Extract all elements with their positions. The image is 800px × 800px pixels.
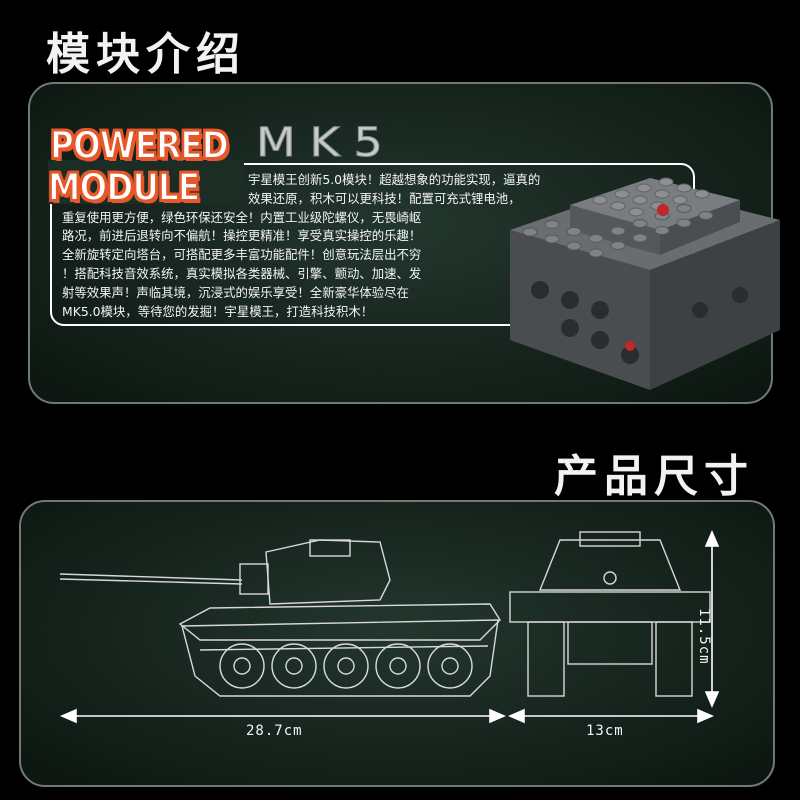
module-stud — [654, 226, 670, 235]
road-wheel — [427, 643, 473, 689]
width-arrow-right — [697, 708, 715, 724]
module-stud — [676, 204, 692, 213]
module-stud — [592, 195, 608, 205]
tank-front-gun — [603, 571, 617, 585]
road-wheel-hub — [337, 657, 355, 675]
module-description: 宇星模王创新5.0模块！超越想象的功能实现，逼真的 效果还原，积木可以更科技！配… — [52, 165, 572, 324]
power-module-image — [510, 177, 780, 390]
badge-powered-text: POWERED — [49, 124, 230, 167]
size-section-title: 产品尺寸 — [554, 451, 754, 502]
tank-lower-hull — [181, 619, 499, 697]
description-frame-cutout — [48, 160, 244, 204]
description-line: 效果还原，积木可以更科技！配置可充式锂电池， — [248, 190, 521, 206]
technic-hole — [531, 281, 549, 299]
description-line: 路况，前进后退转向不偏航！操控更精准！享受真实操控的乐趣！ — [62, 228, 422, 244]
charge-port — [625, 341, 635, 351]
tank-cupola — [309, 539, 351, 557]
module-stud — [544, 234, 560, 244]
description-line: MK5.0模块，等待您的发掘！宇星模王，打造科技积木！ — [62, 303, 374, 319]
module-stud — [588, 234, 604, 243]
tank-gun-barrel — [59, 573, 243, 581]
technic-hole — [591, 331, 609, 349]
road-wheel-hub — [285, 657, 303, 675]
tank-front-hull — [567, 621, 653, 665]
tank-front-cupola — [579, 531, 641, 547]
length-label: 28.7cm — [246, 723, 303, 739]
road-wheel-hub — [389, 657, 407, 675]
description-line: ！搭配科技音效系统，真实模拟各类器械、引擎、颤动、加速、发 — [62, 266, 422, 281]
road-wheel — [219, 643, 265, 689]
height-label: 11.5cm — [696, 608, 712, 665]
road-wheel-hub — [441, 657, 459, 675]
tank-front-right-track — [655, 621, 693, 697]
module-stud — [522, 227, 538, 237]
technic-hole — [692, 302, 708, 318]
description-line: 重复使用更方便，绿色环保还安全！内置工业级陀螺仪，无畏崎岖 — [62, 209, 422, 225]
module-stud — [654, 189, 670, 199]
technic-hole — [732, 287, 748, 303]
width-arrow-left — [507, 708, 525, 724]
module-stud — [694, 189, 710, 199]
road-wheel — [271, 643, 317, 689]
module-stud — [636, 183, 652, 193]
width-label: 13cm — [586, 723, 624, 739]
height-arrow-bottom — [704, 691, 720, 709]
module-stud — [698, 211, 714, 220]
module-stud — [610, 201, 626, 211]
module-studs — [522, 177, 714, 258]
tank-turret — [265, 539, 391, 605]
tank-side-view — [59, 539, 501, 697]
height-arrow-top — [704, 529, 720, 547]
tank-mantlet — [239, 563, 269, 595]
tank-front-turret — [538, 539, 682, 591]
tank-gun-barrel-lower — [59, 578, 243, 585]
module-stud — [544, 220, 560, 229]
module-stud — [566, 241, 582, 251]
module-raised-side — [660, 200, 740, 255]
powered-module-badge: POWERED MODULE — [42, 125, 247, 209]
module-stud — [676, 218, 692, 228]
module-stud — [672, 195, 688, 205]
module-stud — [658, 177, 674, 187]
module-stud — [588, 248, 604, 258]
module-stud — [628, 207, 644, 217]
module-stud — [610, 241, 626, 250]
module-stud — [632, 195, 648, 205]
length-arrow-right — [489, 708, 507, 724]
module-stud — [614, 189, 630, 199]
module-front-face — [510, 230, 650, 390]
technic-hole — [561, 291, 579, 309]
module-stud — [610, 226, 626, 236]
technic-hole — [621, 346, 639, 364]
model-name: MK5 — [255, 120, 397, 167]
description-line: 射等效果声！声临其境，沉浸式的娱乐享受！全新豪华体验尽在 — [62, 284, 409, 300]
module-stud — [676, 183, 692, 193]
road-wheel — [375, 643, 421, 689]
description-line: 全新旋转定向塔台，可搭配更多丰富功能配件！创意玩法层出不穷 — [62, 247, 422, 263]
tank-upper-hull — [178, 603, 501, 641]
road-wheel-hub — [233, 657, 251, 675]
tank-track-top — [199, 645, 489, 651]
tank-dimension-drawing — [59, 529, 720, 724]
module-side-face — [650, 220, 780, 390]
technic-hole — [591, 301, 609, 319]
tank-front-left-track — [527, 621, 565, 697]
description-line: 宇星模王创新5.0模块！超越想象的功能实现，逼真的 — [248, 172, 541, 187]
tank-front-view — [509, 531, 711, 697]
module-stud — [566, 227, 582, 236]
badge-module-text: MODULE — [47, 166, 201, 209]
tank-front-fenders — [509, 591, 711, 623]
length-arrow-left — [59, 708, 77, 724]
road-wheel — [323, 643, 369, 689]
module-stud — [632, 219, 648, 228]
power-button — [657, 204, 669, 216]
technic-hole — [561, 319, 579, 337]
tank-road-wheels — [219, 643, 473, 689]
module-section-title: 模块介绍 — [46, 29, 246, 80]
module-stud — [632, 233, 648, 243]
